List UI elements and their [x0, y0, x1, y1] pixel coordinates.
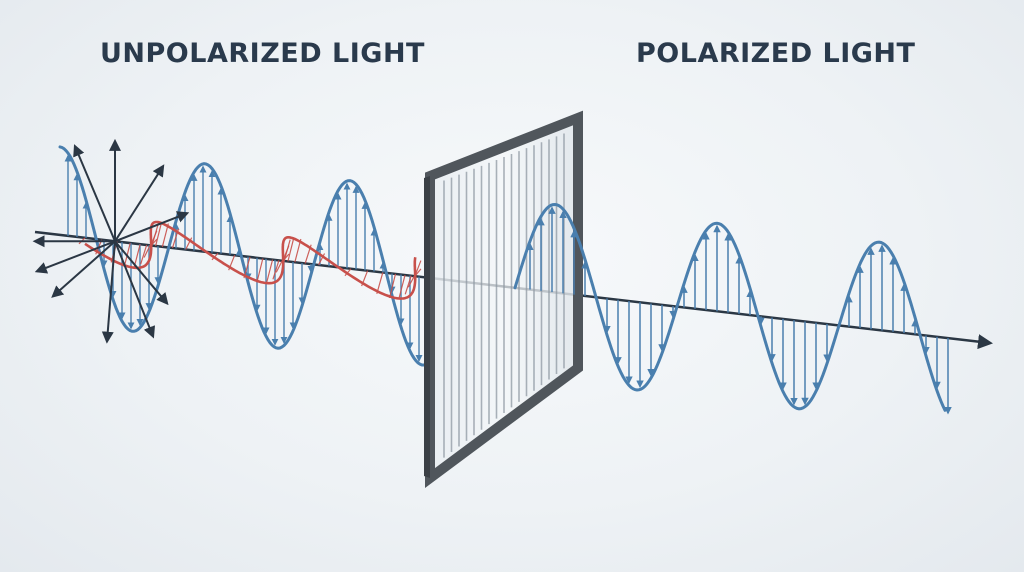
- horizontal-field-hatch: [283, 239, 291, 262]
- horizontal-field-hatch: [151, 224, 159, 246]
- horizontal-field-hatch: [404, 275, 412, 295]
- polarized-light-label: POLARIZED LIGHT: [636, 38, 916, 69]
- polarizing-filter: [424, 110, 583, 488]
- polarization-direction-arrow: [101, 241, 116, 344]
- unpolarized-light-label: UNPOLARIZED LIGHT: [100, 38, 425, 69]
- polarization-direction-arrow: [73, 144, 116, 242]
- polarization-direction-arrow: [114, 164, 165, 242]
- unpolarized-horizontal-wave: [84, 220, 417, 300]
- polarization-direction-arrow: [51, 240, 116, 298]
- horizontal-field-hatch: [256, 258, 264, 283]
- polarization-direction-arrow: [114, 240, 169, 306]
- horizontal-field-hatch: [155, 221, 163, 247]
- horizontal-field-hatch: [275, 260, 283, 273]
- horizontal-field-hatch: [133, 244, 141, 268]
- horizontal-field-hatch: [287, 237, 295, 262]
- horizontal-field-hatch: [140, 244, 148, 265]
- horizontal-field-hatch: [398, 274, 406, 299]
- horizontal-field-hatch: [143, 245, 151, 258]
- polarization-direction-arrow: [114, 211, 190, 243]
- filter-edge: [424, 176, 430, 478]
- polarization-direction-arrow: [114, 240, 156, 339]
- horizontal-field-hatch: [272, 260, 280, 280]
- polarized-wave: [513, 202, 947, 412]
- polarization-direction-arrow: [34, 240, 116, 274]
- waves-behind-filter: [32, 138, 993, 367]
- horizontal-field-hatch: [407, 275, 415, 288]
- horizontal-field-hatch: [266, 259, 274, 284]
- horizontal-field-hatch: [388, 273, 397, 299]
- unpolarized-vertical-wave: [58, 145, 432, 367]
- polarized-wave-group: [513, 202, 952, 415]
